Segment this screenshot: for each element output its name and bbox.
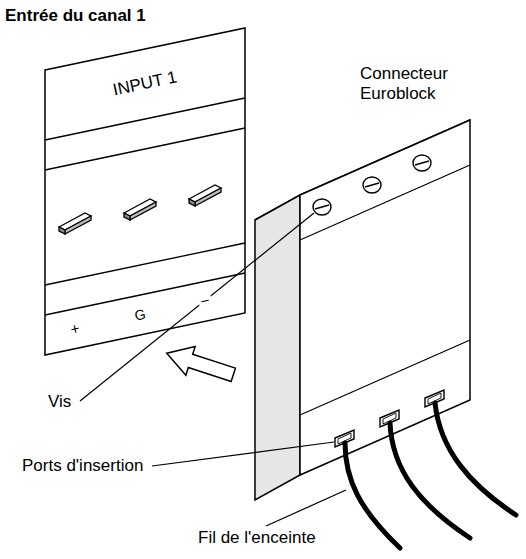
connector-side [255, 195, 300, 500]
leader-lines [80, 213, 346, 526]
speaker-wire [435, 403, 516, 515]
leader-line [152, 442, 334, 466]
input-slot [59, 213, 91, 234]
part-label: Fil de l'enceinte [196, 528, 318, 548]
leader-line [266, 490, 346, 526]
terminal-sign: G [131, 305, 149, 325]
screw-symbol [413, 155, 431, 171]
part-label: Vis [46, 392, 73, 412]
terminal-sign: − [197, 291, 213, 311]
speaker-wires [345, 403, 516, 548]
panel-label: INPUT 1 [111, 67, 179, 100]
connector-ridge [300, 340, 470, 415]
diagram-title: Entrée du canal 1 [5, 6, 146, 26]
euroblock-connector [255, 120, 470, 500]
terminal-sign: + [67, 319, 83, 339]
connector-ridge [300, 165, 470, 240]
input-slot [189, 185, 221, 206]
input-slot [124, 199, 156, 220]
panel-face [45, 28, 245, 355]
speaker-wire [390, 423, 470, 538]
connector-front [300, 120, 470, 475]
insert-arrow [162, 339, 238, 389]
input-panel [45, 28, 245, 355]
part-label: Connecteur Euroblock [360, 64, 478, 105]
leader-line [80, 213, 314, 401]
panel-band-line [45, 128, 245, 170]
part-label: Ports d'insertion [20, 456, 145, 476]
speaker-wire [345, 443, 400, 548]
screw-symbol [313, 199, 331, 215]
screw-symbol [363, 177, 381, 193]
